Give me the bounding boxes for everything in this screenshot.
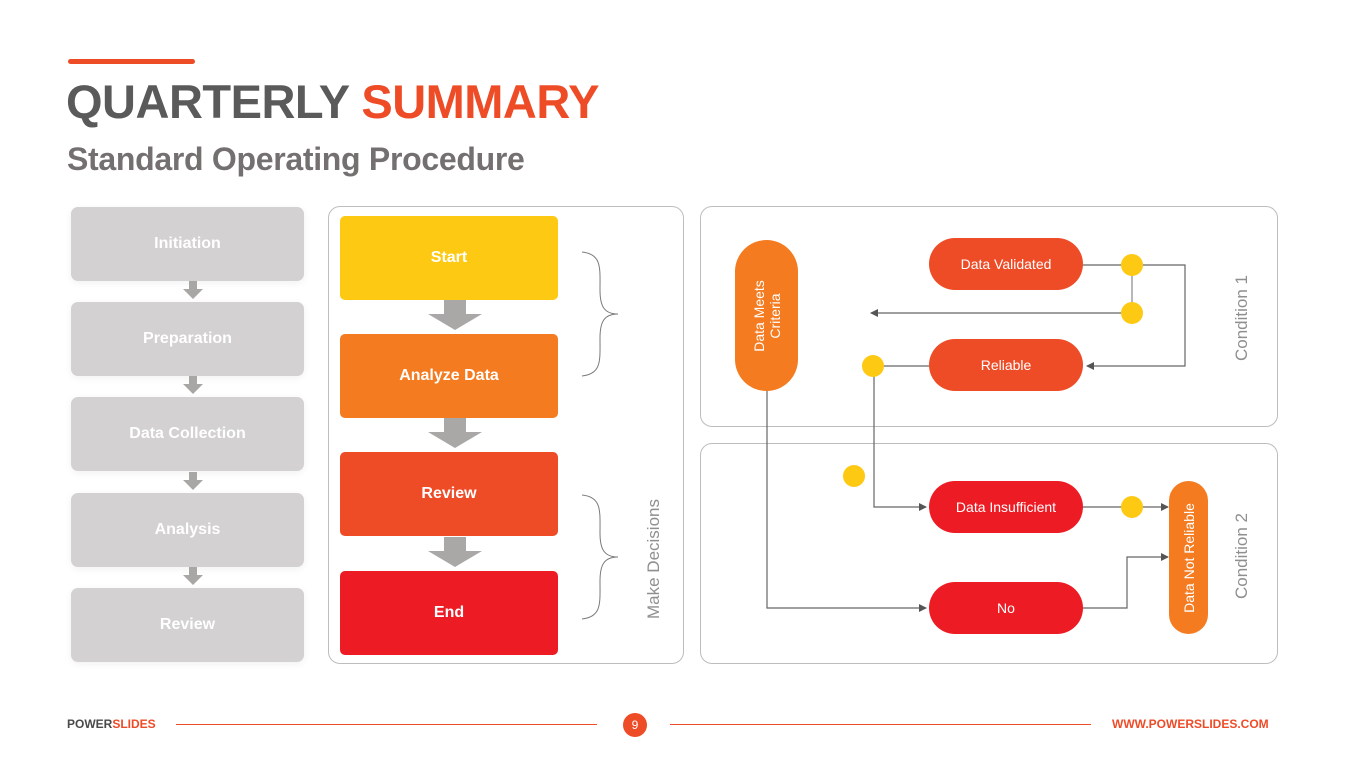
page-title: QUARTERLY SUMMARY	[66, 74, 599, 129]
flow-box-end: End	[340, 571, 558, 655]
flow-box-analyze-data: Analyze Data	[340, 334, 558, 418]
step-preparation: Preparation	[71, 302, 304, 376]
condition-2-label: Condition 2	[1232, 513, 1251, 600]
down-arrow-icon	[183, 281, 203, 299]
step-review: Review	[71, 588, 304, 662]
junction-dot	[1121, 496, 1143, 518]
step-analysis: Analysis	[71, 493, 304, 567]
down-arrow-icon	[183, 567, 203, 585]
down-arrow-icon	[428, 537, 482, 567]
pill-reliable: Reliable	[929, 339, 1083, 391]
step-initiation: Initiation	[71, 207, 304, 281]
step-data-collection: Data Collection	[71, 397, 304, 471]
footer-brand: POWERSLIDES	[67, 717, 156, 731]
pill-data-not-reliable: Data Not Reliable	[1169, 481, 1208, 634]
condition-1-label: Condition 1	[1232, 275, 1251, 362]
accent-bar	[68, 59, 195, 64]
pill-data-validated: Data Validated	[929, 238, 1083, 290]
down-arrow-icon	[183, 472, 203, 490]
junction-dot	[843, 465, 865, 487]
down-arrow-icon	[183, 376, 203, 394]
junction-dot	[862, 355, 884, 377]
make-decisions-label: Make Decisions	[644, 499, 663, 619]
footer-url-link[interactable]: WWW.POWERSLIDES.COM	[1112, 717, 1269, 731]
title-part-1: QUARTERLY	[66, 75, 349, 128]
page-number-badge: 9	[623, 713, 647, 737]
page-subtitle: Standard Operating Procedure	[67, 141, 525, 177]
footer-divider-left	[176, 724, 597, 725]
down-arrow-icon	[428, 300, 482, 330]
pill-data-meets-criteria: Data Meets Criteria	[735, 240, 798, 391]
flow-box-start: Start	[340, 216, 558, 300]
junction-dot	[1121, 254, 1143, 276]
flow-box-review: Review	[340, 452, 558, 536]
pill-no: No	[929, 582, 1083, 634]
pill-data-insufficient: Data Insufficient	[929, 481, 1083, 533]
footer-divider-right	[670, 724, 1091, 725]
title-part-2: SUMMARY	[361, 75, 599, 128]
down-arrow-icon	[428, 418, 482, 448]
junction-dot	[1121, 302, 1143, 324]
